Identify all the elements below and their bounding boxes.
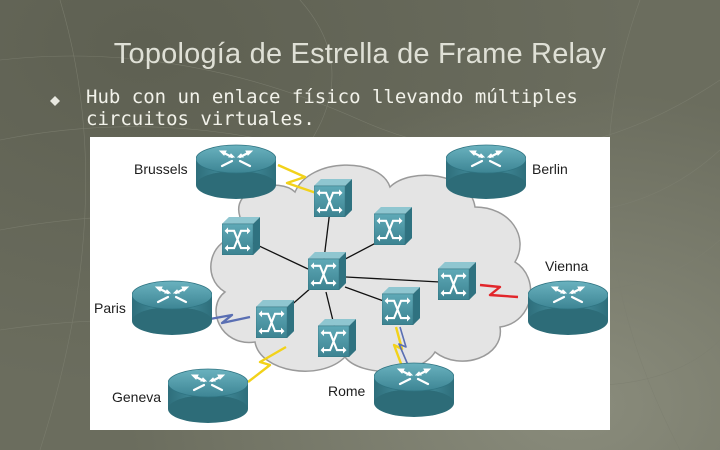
geneva-link xyxy=(247,345,287,383)
diagram-canvas xyxy=(132,143,608,425)
switch-icon xyxy=(374,207,412,245)
brussels-link xyxy=(277,163,323,197)
city-label-paris: Paris xyxy=(94,300,126,316)
city-label-brussels: Brussels xyxy=(134,161,188,177)
router-icon-vienna xyxy=(528,279,608,337)
bullet-text: Hub con un enlace físico llevando múltip… xyxy=(86,86,578,130)
switch-icon xyxy=(318,319,356,357)
switch-icon xyxy=(222,217,260,255)
city-label-rome: Rome xyxy=(328,383,366,399)
switch-icon xyxy=(256,300,294,338)
switch-icon xyxy=(308,252,346,290)
router-icon-paris xyxy=(132,279,212,337)
switch-icon xyxy=(314,179,352,217)
city-label-vienna: Vienna xyxy=(545,258,589,274)
paris-link xyxy=(209,313,251,325)
frame-relay-diagram: Brussels Berlin Vienna Paris Geneva Rome xyxy=(90,137,610,430)
router-icon-berlin xyxy=(446,143,526,201)
slide-title: Topología de Estrella de Frame Relay xyxy=(113,38,607,70)
city-label-geneva: Geneva xyxy=(112,389,162,405)
router-icon-brussels xyxy=(196,143,276,201)
vienna-link xyxy=(479,283,519,299)
switch-icon xyxy=(438,262,476,300)
router-icon-geneva xyxy=(168,367,248,425)
router-icon-rome xyxy=(374,361,454,419)
switch-icon xyxy=(382,287,420,325)
diamond-bullet-icon xyxy=(50,96,60,106)
rome-link xyxy=(392,326,405,370)
rome-link-blue xyxy=(398,326,409,366)
city-label-berlin: Berlin xyxy=(532,161,568,177)
